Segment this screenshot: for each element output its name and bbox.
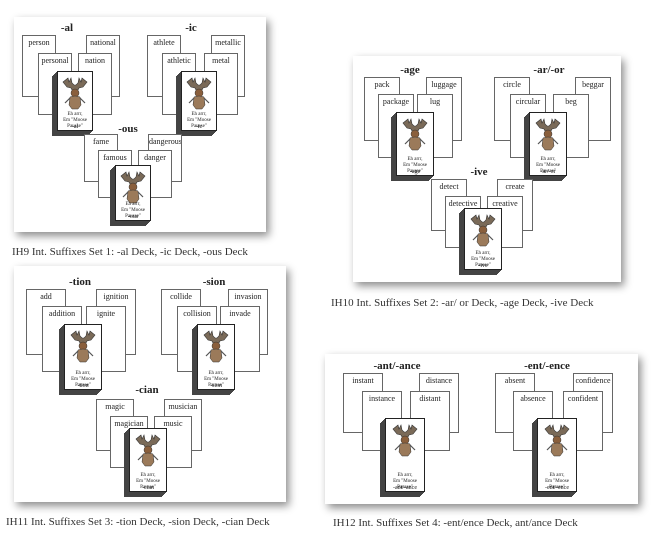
card-deck-ive: Eh arrr,Em "Moose Pausse"-ive [459,208,506,275]
card-deck-ent-ence: Eh arrr,Em "Moose Pausse"-ent/-ence [532,418,581,497]
deck-title-ous: -ous [118,123,138,135]
deck-top-card: Eh arrr,Em "Moose Pausse"-ive [464,208,502,270]
deck-suffix-label: -ent/-ence [545,485,569,491]
deck-top-card: Eh arrr,Em "Moose Pausse"-sion [197,324,235,390]
card-deck-ic: Eh arrr,Em "Moose Pausse"-ic [176,71,221,136]
deck-title-ive: -ive [470,166,488,178]
deck-suffix-label: -ant/-ance [393,485,417,491]
deck-brand-subtext: Em "Moose Pausse" [187,118,211,129]
deck-top-card: Eh arrr,Em "Moose Pausse"-ar/-or [529,112,567,176]
deck-brand-subtext: Em "Moose Pausse" [536,163,560,174]
deck-title-cian: -cian [135,384,159,396]
figure-ih12: -ant/-ance instant distance instance dis… [325,354,638,504]
card-deck-cian: Eh arrr,Em "Moose Pausse"-cian [124,428,171,497]
moose-illustration [118,170,148,209]
card-deck-age: Eh arrr,Em "Moose Pausse"-age [391,112,438,181]
deck-top-card: Eh arrr,Em "Moose Pausse"-ous [115,165,151,221]
deck-top-card: Eh arrr,Em "Moose Pausse"-ic [181,71,217,131]
card-deck-al: Eh arrr,Em "Moose Pausse"-al [52,71,97,136]
figure-ih11: -tion add ignition addition ignite Eh ar… [14,266,286,502]
deck-brand-subtext: Em "Moose Pausse" [471,257,495,268]
deck-brand-text: Eh arrr, [140,473,156,478]
deck-brand-subtext: Em "Moose Pausse" [204,377,228,388]
moose-illustration [390,423,420,462]
deck-top-card: Eh arrr,Em "Moose Pausse"-ent/-ence [537,418,577,492]
deck-suffix-label: -cian [142,485,154,491]
deck-suffix-label: -ar/-or [540,169,556,175]
deck-top-card: Eh arrr,Em "Moose Pausse"-al [57,71,93,131]
deck-brand-text: Eh arrr, [125,202,141,207]
caption-ih9: IH9 Int. Suffixes Set 1: -al Deck, -ic D… [12,246,248,258]
card-deck-tion: Eh arrr,Em "Moose Pausse"-tion [59,324,106,395]
deck-suffix-label: -ic [195,124,203,130]
deck-brand-text: Eh arrr, [208,371,224,376]
deck-title-ant-ance: -ant/-ance [373,360,421,372]
deck-title-al: -al [60,22,74,34]
deck-title-ic: -ic [185,22,197,34]
deck-brand-subtext: Em "Moose Pausse" [63,118,87,129]
deck-brand-text: Eh arrr, [475,251,491,256]
deck-title-sion: -sion [202,276,226,288]
deck-brand-subtext: Em "Moose Pausse" [393,479,417,490]
moose-illustration [60,76,90,115]
moose-illustration [468,213,498,252]
deck-brand-text: Eh arrr, [191,112,207,117]
moose-illustration [201,329,231,368]
figure-ih9: -al person national personal nation Eh a… [14,17,266,232]
moose-illustration [533,117,563,156]
deck-title-age: -age [400,64,420,76]
deck-brand-subtext: Em "Moose Pausse" [71,377,95,388]
caption-ih10: IH10 Int. Suffixes Set 2: -ar/ or Deck, … [331,297,594,309]
moose-illustration [542,423,572,462]
deck-title-ent-ence: -ent/-ence [524,360,570,372]
deck-top-card: Eh arrr,Em "Moose Pausse"-age [396,112,434,176]
deck-brand-subtext: Em "Moose Pausse" [403,163,427,174]
deck-brand-text: Eh arrr, [67,112,83,117]
deck-top-card: Eh arrr,Em "Moose Pausse"-tion [64,324,102,390]
caption-ih12: IH12 Int. Suffixes Set 4: -ent/ence Deck… [333,517,578,529]
deck-suffix-label: -tion [77,383,89,389]
deck-brand-text: Eh arrr, [407,157,423,162]
deck-suffix-label: -sion [210,383,222,389]
moose-illustration [68,329,98,368]
figure-ih10: -age pack luggage package lug Eh arrr,Em… [353,56,621,282]
deck-suffix-label: -age [409,169,421,175]
card-deck-ous: Eh arrr,Em "Moose Pausse"-ous [110,165,155,226]
deck-brand-subtext: Em "Moose Pausse" [121,208,145,219]
deck-brand-text: Eh arrr, [397,473,413,478]
deck-brand-subtext: Em "Moose Pausse" [545,479,569,490]
moose-illustration [133,433,163,472]
caption-ih11: IH11 Int. Suffixes Set 3: -tion Deck, -s… [6,516,270,528]
deck-suffix-label: -al [71,124,79,130]
deck-suffix-label: -ous [127,214,139,220]
deck-brand-text: Eh arrr, [75,371,91,376]
deck-brand-text: Eh arrr, [549,473,565,478]
deck-brand-text: Eh arrr, [540,157,556,162]
deck-title-tion: -tion [69,276,91,288]
moose-illustration [400,117,430,156]
card-deck-ar-or: Eh arrr,Em "Moose Pausse"-ar/-or [524,112,571,181]
moose-illustration [184,76,214,115]
deck-top-card: Eh arrr,Em "Moose Pausse"-ant/-ance [385,418,425,492]
deck-brand-subtext: Em "Moose Pausse" [136,479,160,490]
deck-top-card: Eh arrr,Em "Moose Pausse"-cian [129,428,167,492]
card-deck-sion: Eh arrr,Em "Moose Pausse"-sion [192,324,239,395]
deck-title-ar-or: -ar/-or [533,64,565,76]
card-deck-ant-ance: Eh arrr,Em "Moose Pausse"-ant/-ance [380,418,429,497]
deck-suffix-label: -ive [478,263,488,269]
